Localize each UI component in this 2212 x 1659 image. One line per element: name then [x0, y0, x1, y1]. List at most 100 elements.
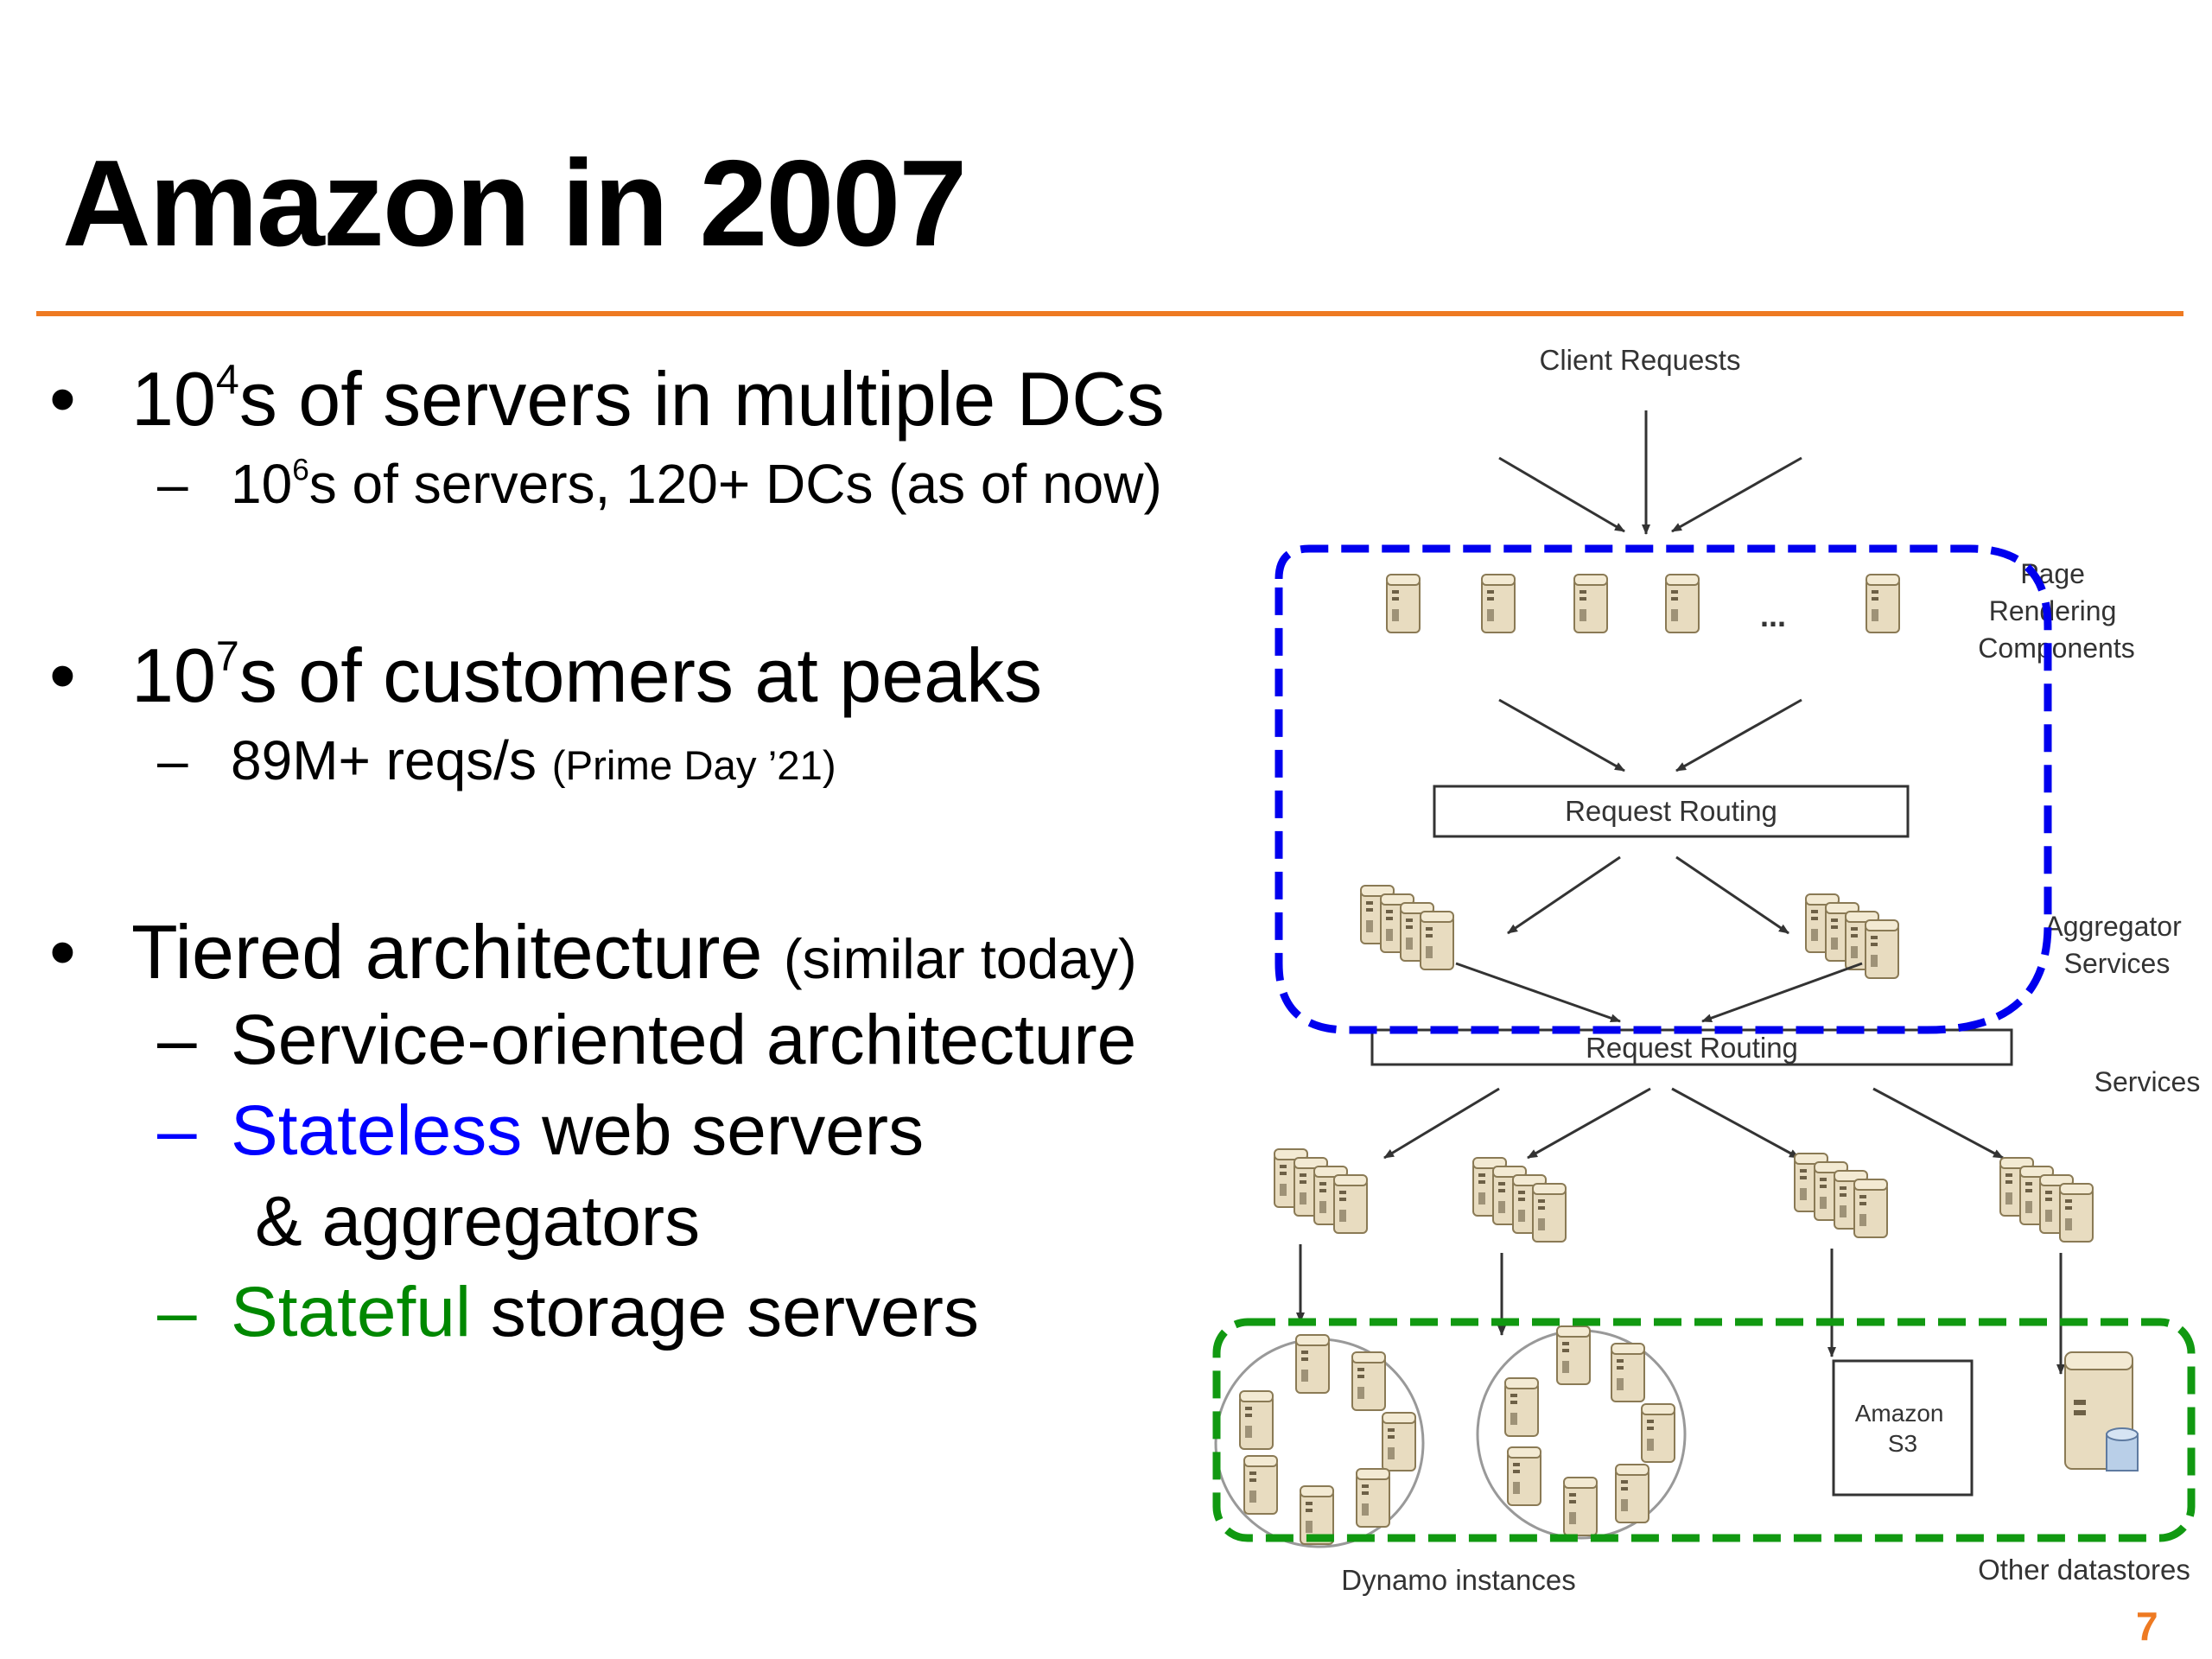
- aggregator-services-label-line: Services: [2064, 948, 2171, 979]
- slide-title: Amazon in 2007: [62, 135, 967, 272]
- server-icon: [1573, 574, 1608, 633]
- server-icon: [1382, 1412, 1416, 1471]
- server-icon: [2059, 1183, 2094, 1243]
- server-icon: [1356, 1468, 1390, 1528]
- server-icon: [1532, 1183, 1567, 1243]
- server-icon: [1853, 1179, 1888, 1238]
- arrow: [1498, 456, 1625, 533]
- sub-bullet-soa: –Service-oriented architecture: [157, 1001, 1137, 1079]
- arrow: [1671, 456, 1802, 533]
- request-routing-box-1: [1433, 785, 1910, 838]
- sub-text: storage servers: [471, 1273, 979, 1351]
- arrow: [1701, 962, 1863, 1023]
- stateful-highlight: Stateful: [231, 1273, 472, 1351]
- sub-text: 10: [231, 453, 293, 515]
- bullet-dot: •: [49, 909, 76, 995]
- bullet-servers: •104s of servers in multiple DCs: [49, 359, 1165, 437]
- bullet-text: s of servers in multiple DCs: [238, 356, 1165, 442]
- server-icon: [1239, 1390, 1274, 1450]
- server-icon: [1351, 1351, 1386, 1411]
- server-icon: [1420, 911, 1454, 970]
- service-cluster-4: [1999, 1157, 2094, 1243]
- bullet-dot: •: [49, 632, 76, 718]
- server-icon: [1295, 1334, 1330, 1394]
- amazon-s3-label: Amazon S3: [1855, 1400, 1951, 1457]
- amazon-s3-label-line: Amazon: [1855, 1400, 1944, 1427]
- bullet-text: 10: [131, 356, 216, 442]
- database-server-top: [2064, 1351, 2133, 1370]
- arrow: [1675, 698, 1802, 772]
- arrow: [1383, 1087, 1500, 1160]
- bullet-text-small: (similar today): [783, 927, 1137, 990]
- sub-bullet-stateless: –Stateless web servers: [157, 1091, 925, 1170]
- server-icon: [1563, 1477, 1598, 1536]
- bullet-text: s of customers at peaks: [238, 632, 1043, 718]
- arrow: [1455, 962, 1621, 1023]
- services-label: Services: [2094, 1066, 2201, 1097]
- server-icon: [1507, 1446, 1541, 1506]
- page-rendering-label-line: Rendering: [1989, 595, 2117, 626]
- request-routing-label-2: Request Routing: [1586, 1032, 1798, 1064]
- stateful-tier-outline: [1212, 1318, 2196, 1542]
- other-datastores-label: Other datastores: [1978, 1554, 2190, 1586]
- arrow: [1675, 855, 1789, 935]
- server-icon: [1386, 574, 1421, 633]
- arrow: [1671, 1087, 1800, 1160]
- sub-text-small: (Prime Day ’21): [551, 743, 836, 789]
- server-icon: [1504, 1377, 1539, 1437]
- server-icon: [1243, 1455, 1278, 1515]
- bullet-tiered-architecture: •Tiered architecture (similar today): [49, 914, 1137, 990]
- database-server-slot: [2074, 1410, 2086, 1415]
- superscript: 4: [215, 356, 239, 404]
- arrow: [1498, 698, 1625, 772]
- sub-bullet-stateful: –Stateful storage servers: [157, 1273, 979, 1351]
- page-number: 7: [2136, 1604, 2158, 1649]
- sub-bullet-prime-day: –89M+ reqs/s (Prime Day ’21): [157, 729, 836, 791]
- page-rendering-label: Page Rendering Components: [1978, 558, 2134, 664]
- server-icon: [1665, 574, 1700, 633]
- database-icon: [2064, 1351, 2139, 1471]
- service-cluster-3: [1794, 1153, 1888, 1238]
- bullet-text: 10: [131, 632, 216, 718]
- stateless-highlight: Stateless: [231, 1091, 523, 1170]
- client-requests-label: Client Requests: [1540, 344, 1741, 376]
- server-icon: [1611, 1343, 1645, 1402]
- sub-text: 89M+ reqs/s: [231, 729, 552, 791]
- bullet-text: Tiered architecture: [131, 909, 784, 995]
- service-cluster-2: [1472, 1157, 1567, 1243]
- server-icon: [1865, 919, 1899, 979]
- request-routing-label-1: Request Routing: [1565, 795, 1777, 827]
- sub-bullet-stateless-continuation: & aggregators: [255, 1182, 701, 1261]
- superscript: 7: [215, 632, 239, 680]
- title-divider: [36, 311, 2183, 316]
- server-icon: [1333, 1174, 1368, 1234]
- arrow: [1507, 855, 1621, 935]
- server-icon: [1866, 574, 1900, 633]
- database-server-slot: [2074, 1400, 2086, 1405]
- service-cluster-1: [1274, 1148, 1368, 1234]
- bullet-dot: •: [49, 356, 76, 442]
- aggregator-services-label: Aggregator Services: [2044, 911, 2189, 979]
- server-icon: [1556, 1325, 1591, 1385]
- sub-text: Service-oriented architecture: [231, 1001, 1137, 1079]
- sub-text: s of servers, 120+ DCs (as of now): [308, 453, 1162, 515]
- dynamo-instances-label: Dynamo instances: [1341, 1564, 1575, 1596]
- superscript: 6: [292, 453, 309, 487]
- arrow: [1872, 1087, 2004, 1160]
- bullet-customers: •107s of customers at peaks: [49, 636, 1042, 714]
- server-icon: [1641, 1403, 1675, 1463]
- amazon-s3-label-line: S3: [1888, 1430, 1917, 1457]
- database-cylinder-top: [2106, 1427, 2139, 1441]
- page-rendering-servers: [1386, 574, 1900, 633]
- server-icon: [1481, 574, 1516, 633]
- architecture-diagram: Client Requests ... Page Rendering Compo…: [1212, 344, 2201, 1596]
- aggregator-server-cluster-left: [1360, 885, 1454, 970]
- request-routing-box-2: [1370, 1028, 2013, 1066]
- arrow: [1527, 1087, 1651, 1160]
- aggregator-services-label-line: Aggregator: [2044, 911, 2182, 942]
- page-rendering-label-line: Components: [1978, 632, 2134, 664]
- amazon-s3-box: [1832, 1359, 1974, 1497]
- aggregator-server-cluster-right: [1805, 893, 1899, 979]
- stateless-tier-outline: [1274, 544, 2052, 1034]
